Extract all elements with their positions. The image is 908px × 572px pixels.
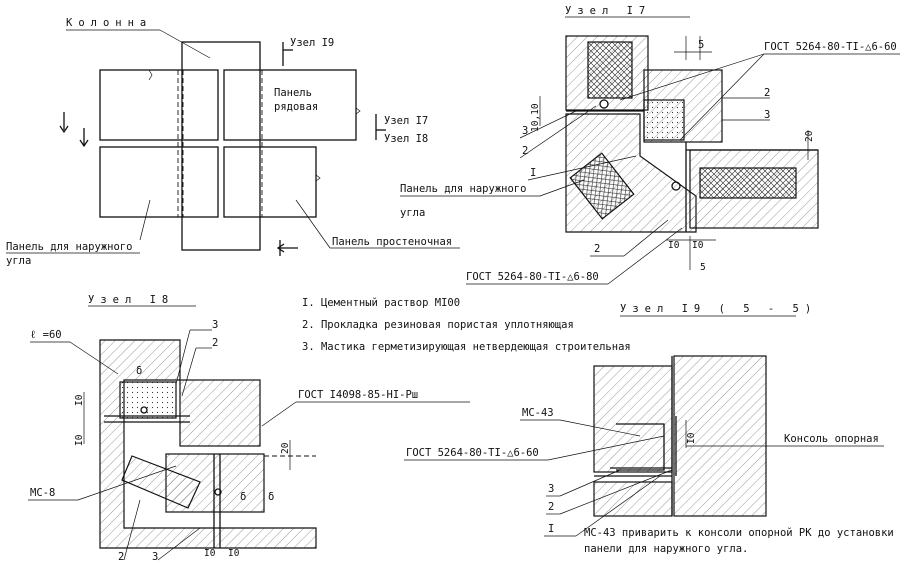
node17-gost-top: ГОСТ 5264-80-TI-△6-60 [764,41,897,53]
panel-row-label-2: рядовая [274,101,318,113]
node17-gost-bottom: ГОСТ 5264-80-TI-△6-80 [466,271,599,283]
node18-callout-2a: 2 [212,337,218,349]
node17-mark: Узел I7 [384,115,428,127]
node17-callout-2a: 2 [764,87,770,99]
node18-dim-10-a: I0 [74,394,85,406]
node18-title: Узел I8 [88,294,174,306]
node17-panel-label: Панель для наружного [400,183,526,195]
node19-detail: Узел I9 ( 5 - 5) МС-43 I0 ГОСТ 5264-80-T… [404,303,894,555]
node17-dim-20: 20 [804,130,815,142]
node17-callout-1: I [530,167,536,179]
panel-corner-label: Панель для наружного [6,241,132,253]
node18-callout-2b: 2 [118,551,124,563]
plan-view: Колонна Узел I9 Узел I7 Узел I8 Панель р… [6,17,460,267]
node17-panel-label-2: угла [400,207,425,219]
node19-note-2: панели для наружного угла. [584,543,748,555]
node19-console: Консоль опорная [784,433,879,445]
node19-callout-2: 2 [548,501,554,513]
node17-callout-2c: 2 [594,243,600,255]
panel-pier-label: Панель простеночная [332,236,452,248]
legend-item-1: I. Цементный раствор MI00 [302,297,460,309]
node19-note-1: МС-43 приварить к консоли опорной РК до … [584,527,894,539]
node19-gost: ГОСТ 5264-80-TI-△6-60 [406,447,539,459]
node17-dim-10-b: I0 [692,240,704,251]
node18-delta-1: δ [136,365,142,377]
node17-dim-10-10: 10,10 [530,103,541,132]
node18-dim-10-b: I0 [74,434,85,446]
panel-corner-label-2: угла [6,255,31,267]
node18-delta-2: δ [240,491,246,503]
node19-title: Узел I9 ( 5 - 5) [620,303,817,315]
node18-gost: ГОСТ I4098-85-HI-Рш [298,389,418,401]
node18-detail: Узел I8 δ δ δ ℓ =60 3 2 ГОСТ I4098-85-HI… [28,294,470,563]
node17-dim-5-top: 5 [698,39,704,51]
node17-callout-2b: 2 [522,145,528,157]
column-label: Колонна [66,17,152,29]
node18-dim-20: 20 [280,442,291,454]
panel-row-label: Панель [274,87,312,99]
node17-detail: Узел I7 5 10,10 20 I0 I0 5 ГОСТ 5264-80-… [400,5,900,285]
legend-item-3: 3. Мастика герметизирующая нетвердеющая … [302,341,631,353]
legend-item-2: 2. Прокладка резиновая пористая уплотняю… [302,319,574,331]
node17-dim-10-a: I0 [668,240,680,251]
node17-callout-3a: 3 [764,109,770,121]
node18-mc8: МС-8 [30,487,55,499]
node19-callout-1: I [548,523,554,535]
node19-callout-3: 3 [548,483,554,495]
node19-dim-10: I0 [686,432,697,444]
node17-title: Узел I7 [565,5,651,17]
node18-callout-3b: 3 [152,551,158,563]
node19-mc43: МС-43 [522,407,554,419]
node17-callout-3b: 3 [522,125,528,137]
node17-dim-5-bottom: 5 [700,262,706,273]
legend: I. Цементный раствор MI00 2. Прокладка р… [302,297,631,353]
node18-mark: Узел I8 [384,133,428,145]
node18-l-label: ℓ =60 [30,329,62,341]
node18-dim-10-d: I0 [228,548,240,559]
node18-dim-10-c: I0 [204,548,216,559]
node18-delta-3: δ [268,491,274,503]
node18-callout-3a: 3 [212,319,218,331]
node19-mark: Узел I9 [290,37,334,49]
